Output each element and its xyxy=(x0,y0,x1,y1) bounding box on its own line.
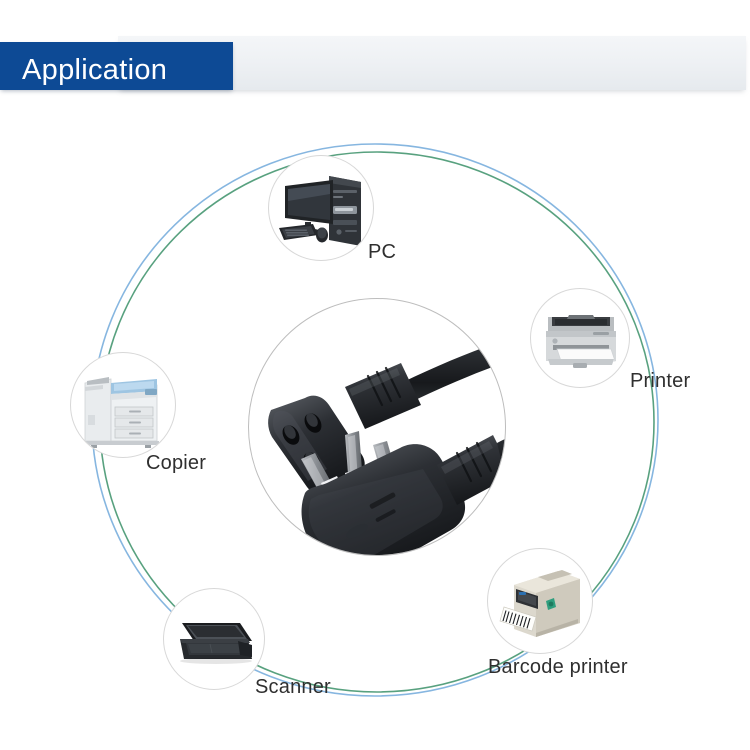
node-copier-circle xyxy=(70,352,176,458)
node-barcode-label: Barcode printer xyxy=(488,656,628,678)
copier-machine-icon xyxy=(84,377,159,448)
node-barcode-circle xyxy=(487,548,593,654)
power-cord-image xyxy=(268,339,505,555)
node-scanner-label: Scanner xyxy=(255,676,331,698)
node-pc-label: PC xyxy=(368,241,397,263)
node-copier-label: Copier xyxy=(146,452,207,474)
node-scanner-circle xyxy=(163,588,265,690)
laser-printer-icon xyxy=(546,315,616,368)
center-product-circle xyxy=(248,298,506,556)
node-printer-circle xyxy=(530,288,630,388)
page-title: Application xyxy=(22,54,168,86)
flatbed-scanner-icon xyxy=(180,623,252,664)
node-printer-label: Printer xyxy=(630,370,691,392)
header-banner: Application xyxy=(0,0,750,110)
header-title-block xyxy=(0,42,233,90)
barcode-printer-icon xyxy=(499,570,580,637)
desktop-computer-icon xyxy=(279,176,361,246)
node-pc-circle xyxy=(268,155,374,261)
center-product[interactable] xyxy=(248,298,506,556)
